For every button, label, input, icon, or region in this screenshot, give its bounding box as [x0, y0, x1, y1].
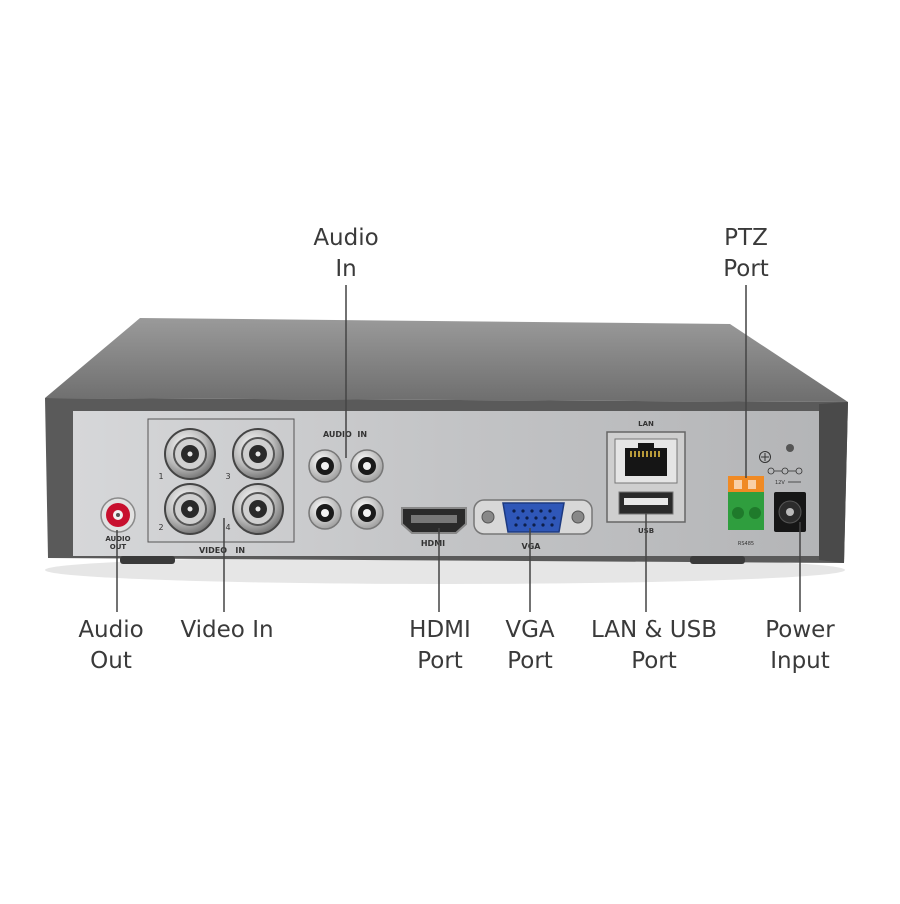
callout-audio-out-line1: Audio — [78, 617, 144, 643]
callout-power-input-line2: Input — [770, 648, 830, 674]
chassis-right-edge — [819, 402, 848, 563]
device-shadow — [45, 556, 845, 584]
audio-out-panel-label-1: AUDIO — [105, 535, 130, 543]
bnc-number-4: 4 — [225, 523, 230, 532]
bnc-connector-1 — [164, 428, 216, 480]
callout-audio-in-line2: In — [335, 256, 357, 282]
rca-audio-in-2 — [350, 449, 384, 483]
rca-audio-in-1 — [308, 449, 342, 483]
callout-audio-in-line1: Audio — [313, 225, 379, 251]
power-jack — [774, 492, 806, 532]
rca-audio-in-4 — [350, 496, 384, 530]
callout-lan-usb-port: LAN & USB Port — [591, 615, 717, 677]
callout-hdmi-port: HDMI Port — [409, 615, 471, 677]
bnc-connector-3 — [232, 428, 284, 480]
ground-screw — [786, 444, 794, 452]
callout-video-in-line1: Video In — [180, 617, 274, 643]
audio-in-panel-label: AUDIO IN — [323, 430, 367, 439]
audio-out-connector — [100, 497, 136, 533]
vga-panel-label: VGA — [522, 542, 542, 551]
bnc-number-2: 2 — [158, 523, 163, 532]
bnc-connector-4 — [232, 483, 284, 535]
callout-ptz-port-line1: PTZ — [724, 225, 768, 251]
callout-video-in: Video In — [180, 615, 273, 646]
callout-power-input-line1: Power — [765, 617, 835, 643]
bnc-connector-2 — [164, 483, 216, 535]
dc-voltage-label: 12V — [775, 480, 785, 486]
lan-usb-connector — [606, 431, 686, 523]
ground-symbol — [759, 451, 771, 463]
callout-lan-usb-port-line2: Port — [631, 648, 677, 674]
callout-vga-port-line1: VGA — [505, 617, 555, 643]
ptz-terminal-block — [728, 476, 764, 530]
hdmi-connector — [401, 507, 467, 534]
lan-panel-label: LAN — [638, 420, 654, 428]
dc-polarity-icon — [767, 467, 803, 475]
bnc-number-1: 1 — [158, 472, 163, 481]
callout-audio-in: Audio In — [313, 223, 378, 285]
callout-ptz-port-line2: Port — [723, 256, 769, 282]
bnc-number-3: 3 — [225, 472, 230, 481]
audio-out-panel-label-2: OUT — [110, 543, 127, 551]
hdmi-panel-label: HDMI — [421, 539, 445, 548]
callout-hdmi-port-line1: HDMI — [409, 617, 471, 643]
rs485-panel-label: RS485 — [738, 541, 754, 547]
video-in-panel-label: VIDEO IN — [199, 546, 245, 555]
vga-connector — [473, 499, 593, 535]
callout-audio-out: Audio Out — [78, 615, 143, 677]
rca-audio-in-3 — [308, 496, 342, 530]
callout-vga-port: VGA Port — [505, 615, 554, 677]
callout-audio-out-line2: Out — [90, 648, 132, 674]
callout-hdmi-port-line2: Port — [417, 648, 463, 674]
callout-ptz-port: PTZ Port — [723, 223, 769, 285]
video-in-frame — [147, 418, 295, 543]
callout-vga-port-line2: Port — [507, 648, 553, 674]
callout-power-input: Power Input — [765, 615, 835, 677]
callout-lan-usb-port-line1: LAN & USB — [590, 617, 718, 643]
device-foot-right — [690, 556, 745, 564]
chassis-top — [45, 318, 848, 402]
device-foot-left — [120, 556, 175, 564]
leader-lines — [116, 285, 801, 612]
